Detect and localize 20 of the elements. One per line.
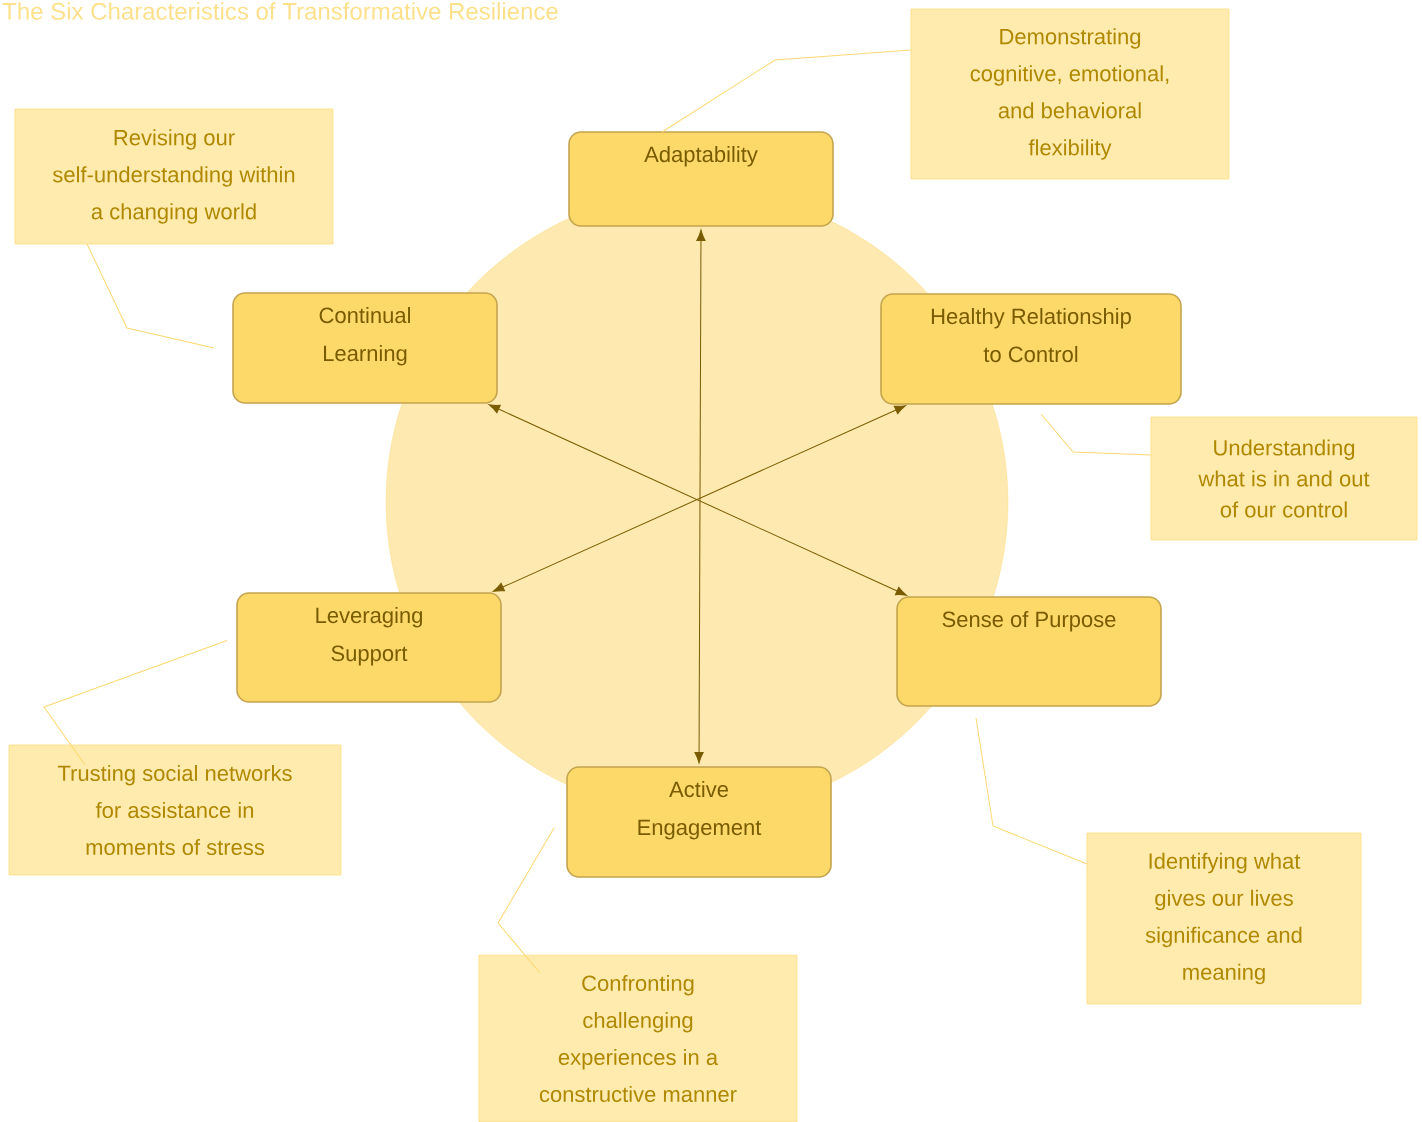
characteristic-box: Leveraging Support <box>236 592 502 703</box>
characteristic-box: Sense of Purpose <box>896 596 1162 707</box>
leader-line <box>86 243 215 349</box>
note-box: Confronting challenging experiences in a constructive manner <box>478 954 798 1122</box>
leader-line <box>661 49 912 133</box>
note-box: Identifying what gives our lives significance and meaning <box>1086 832 1362 1005</box>
characteristic-box: Active Engagement <box>566 766 832 878</box>
characteristic-box: Healthy Relationship to Control <box>880 293 1182 405</box>
note-box: Trusting social networks for assistance in moments of stress <box>8 744 342 876</box>
arrow <box>694 229 706 764</box>
note-box: Demonstrating cognitive, emotional, and behavioral flexibility <box>910 8 1230 180</box>
characteristic-box: Adaptability <box>568 131 834 227</box>
note-box: Understanding what is in and out of our control <box>1150 416 1418 541</box>
leader-line <box>43 640 228 766</box>
leader-line <box>1040 413 1152 456</box>
leader-line <box>975 717 1088 865</box>
note-box: Revising our self-understanding within a changing world <box>14 108 334 245</box>
characteristic-box: Continual Learning <box>232 292 498 404</box>
title: The Six Characteristics of Transformative Resilience <box>2 2 558 20</box>
leader-line <box>497 827 555 974</box>
